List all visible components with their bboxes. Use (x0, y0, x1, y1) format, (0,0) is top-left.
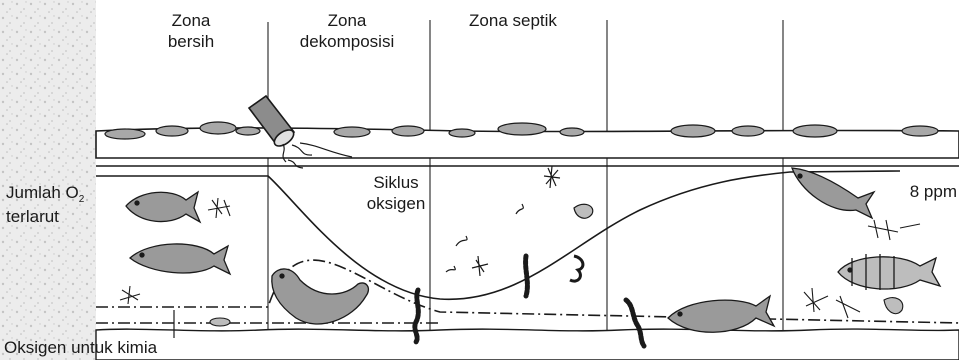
zone-clean-line2: bersih (131, 31, 251, 52)
zone-septic-line1: Zona septik (448, 10, 578, 31)
zone-septic-label: Zona septik (448, 10, 578, 31)
dissolved-oxygen-subscript: 2 (79, 194, 85, 205)
zone-decomposition-line2: dekomposisi (287, 31, 407, 52)
chemical-oxygen-label: Oksigen untuk kimia (4, 337, 157, 358)
zone-decomposition-line1: Zona (287, 10, 407, 31)
dissolved-oxygen-label: Jumlah O2 terlarut (6, 182, 84, 227)
dissolved-oxygen-prefix: Jumlah O (6, 183, 79, 202)
river-bed (96, 329, 959, 360)
oxygen-cycle-line2: oksigen (356, 193, 436, 214)
ppm-label: 8 ppm (889, 181, 957, 202)
dissolved-oxygen-line2: terlarut (6, 206, 84, 227)
oxygen-cycle-line1: Siklus (356, 172, 436, 193)
oxygen-cycle-label: Siklus oksigen (356, 172, 436, 214)
zone-clean-label: Zona bersih (131, 10, 251, 52)
zone-clean-line1: Zona (131, 10, 251, 31)
textured-border (0, 0, 96, 360)
zone-decomposition-label: Zona dekomposisi (287, 10, 407, 52)
